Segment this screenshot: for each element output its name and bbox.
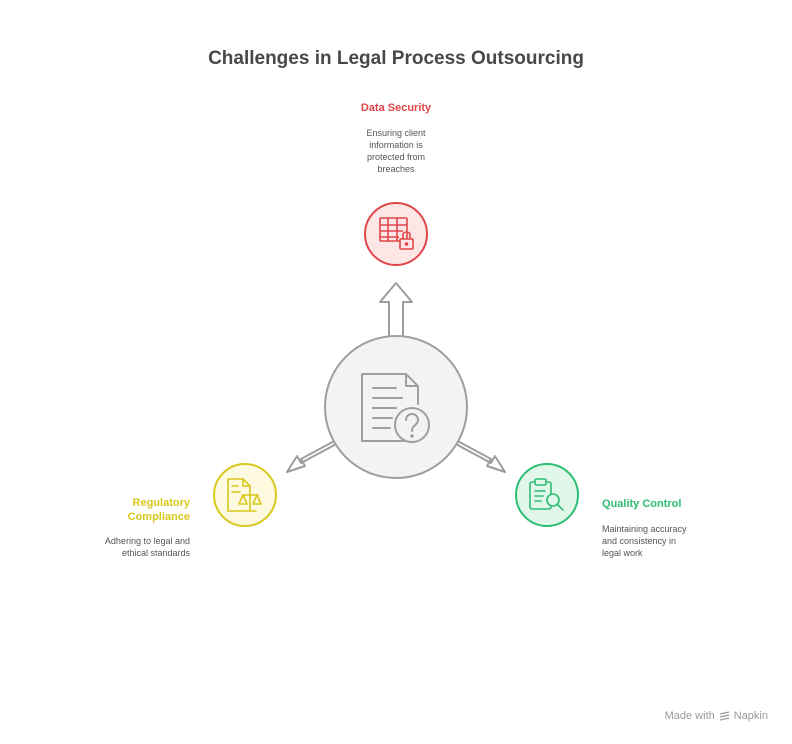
page-title: Challenges in Legal Process Outsourcing [208,48,584,69]
watermark: Made with Napkin [665,710,768,722]
compliance-desc: Adhering to legal and ethical standards [104,536,190,558]
arrow-lower-right [451,437,506,473]
watermark-brand: Napkin [733,710,768,722]
compliance-title: Regulatory Compliance [127,497,190,523]
quality-circle [515,463,579,527]
clipboard-search-icon [529,478,564,511]
document-question-icon [361,373,430,443]
document-scales-icon [227,478,262,512]
security-circle [364,202,428,266]
security-title: Data Security [360,102,432,114]
hub-arrows [286,282,506,473]
arrow-lower-left [286,437,341,473]
watermark-prefix: Made with [664,710,715,722]
napkin-logo-icon [719,710,729,721]
quality-desc: Maintaining accuracy and consistency in … [602,524,687,558]
security-desc: Ensuring client information is protected… [366,128,426,174]
quality-title: Quality Control [602,498,682,510]
locked-table-icon [379,217,414,250]
